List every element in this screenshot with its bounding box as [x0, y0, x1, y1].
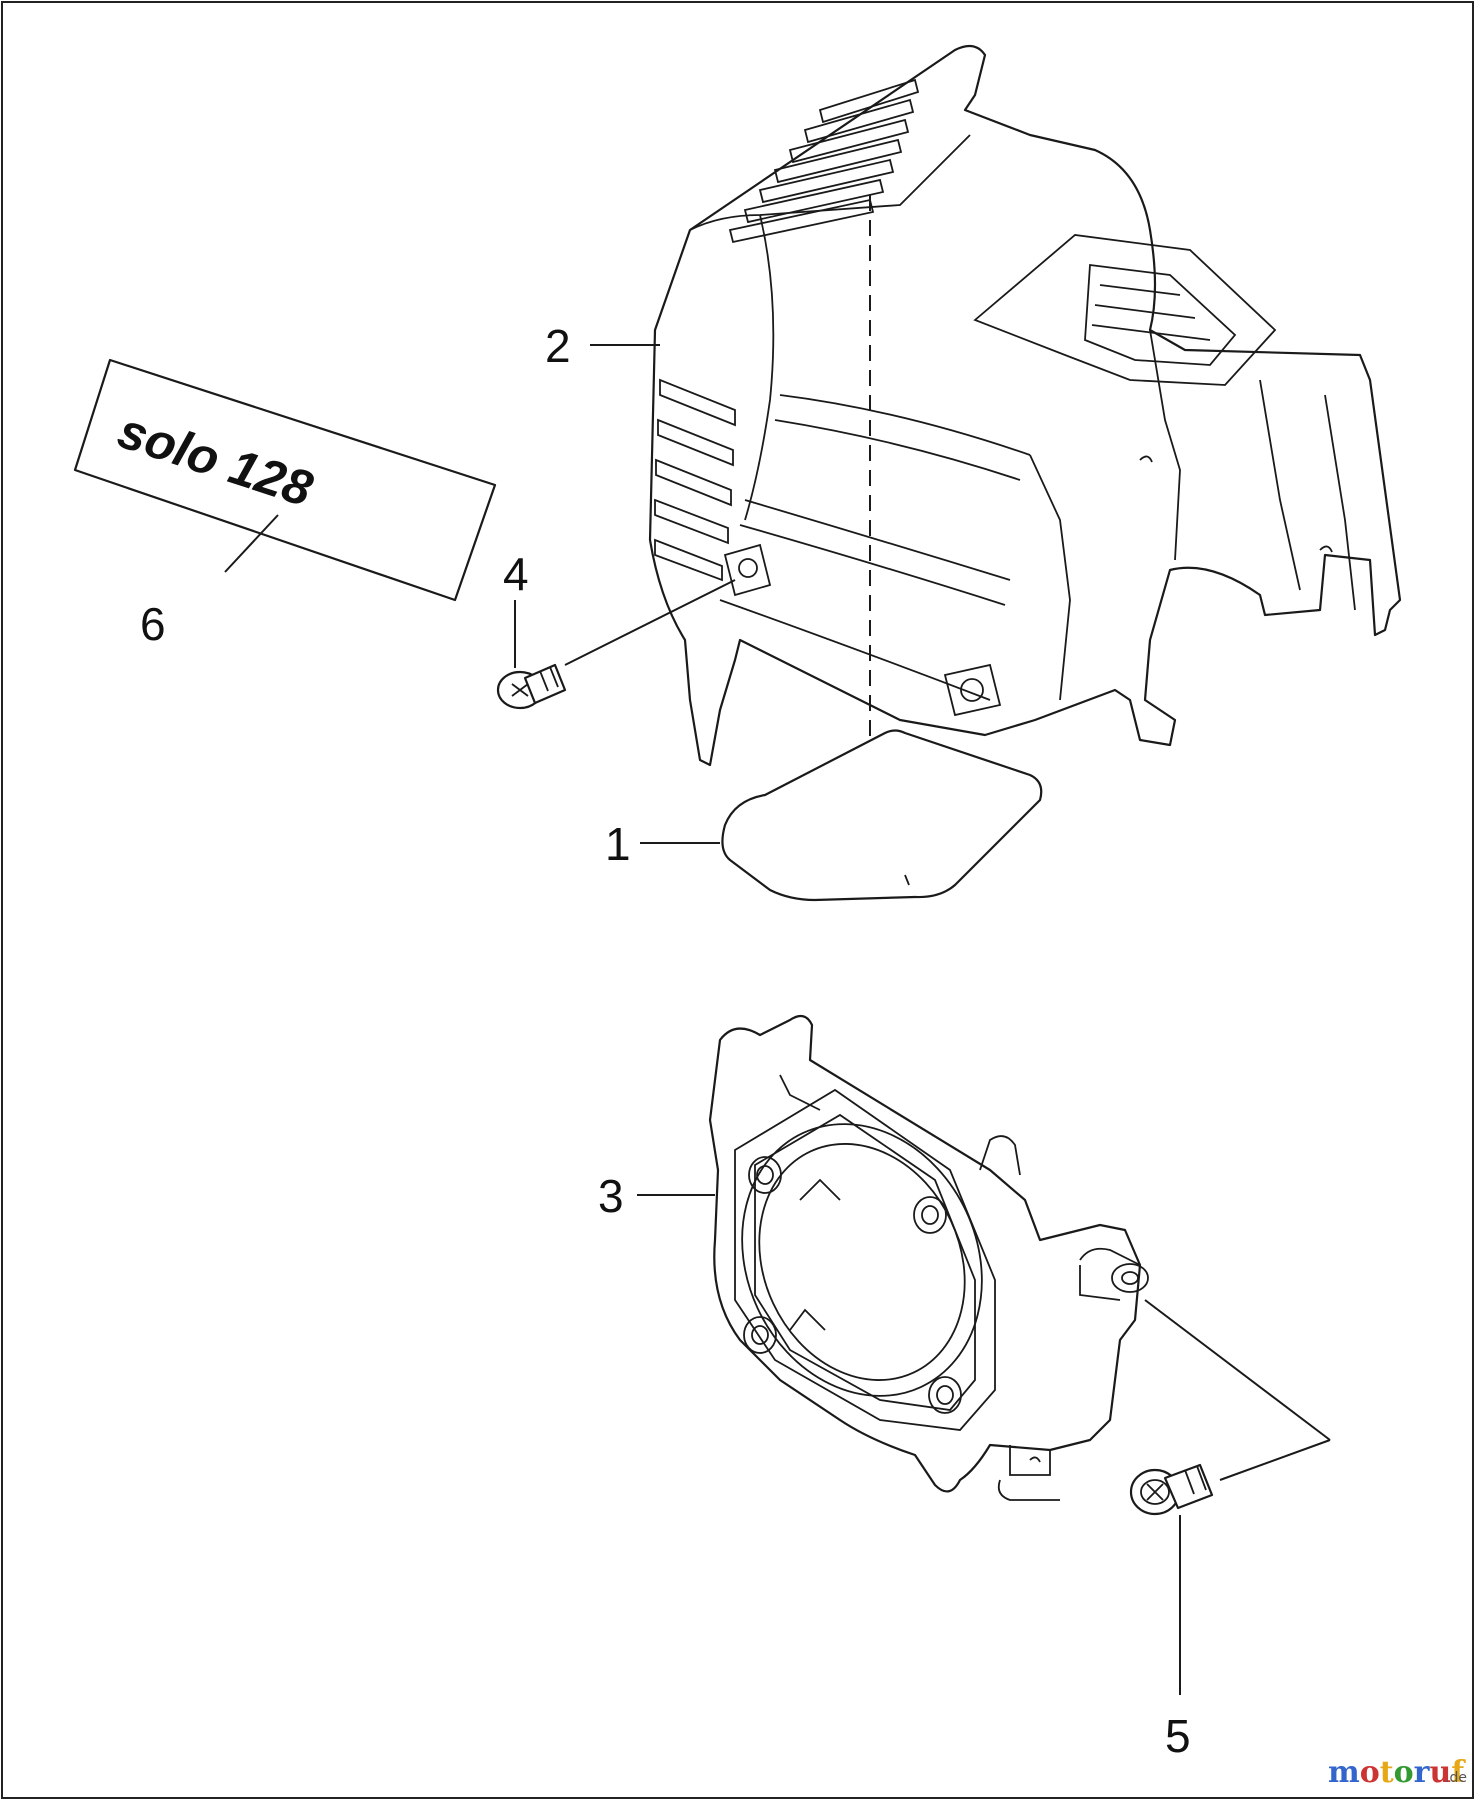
callout-6: 6 [140, 598, 166, 650]
watermark-suffix: .de [1445, 1770, 1467, 1786]
callout-3: 3 [598, 1170, 624, 1222]
screw-part-5 [1129, 1463, 1214, 1516]
watermark-letter: u [1429, 1755, 1451, 1790]
callout-5: 5 [1165, 1710, 1191, 1762]
callout-1: 1 [605, 818, 631, 870]
filter-pad-part [721, 729, 1043, 902]
watermark-letter: m [1328, 1755, 1360, 1790]
callout-2: 2 [545, 320, 571, 372]
watermark-brand: motoruf [1328, 1755, 1466, 1790]
leader-lines [224, 344, 1331, 1695]
watermark-letter: f [1451, 1755, 1466, 1790]
fan-housing-part [708, 1014, 1149, 1501]
top-vent-slots [728, 78, 920, 244]
engine-cover-part [648, 44, 1402, 767]
side-vent-slots [654, 378, 736, 582]
watermark-letter: r [1414, 1755, 1431, 1790]
watermark-logo: motoruf .de [1328, 1755, 1467, 1790]
screw-part-4 [496, 663, 567, 710]
watermark-letter: t [1380, 1755, 1394, 1790]
watermark-letter: o [1394, 1755, 1414, 1790]
decal-part: solo 128 [73, 358, 497, 602]
watermark-letter: o [1360, 1755, 1380, 1790]
callout-4: 4 [503, 548, 529, 600]
